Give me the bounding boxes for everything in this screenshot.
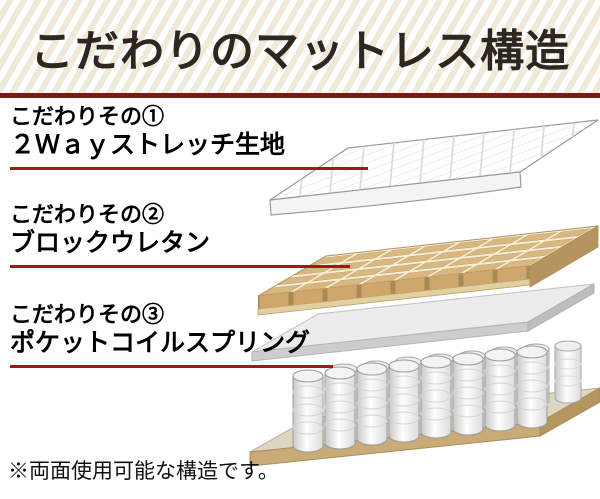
- both-sides-note: ※両面使用可能な構造です。: [8, 459, 279, 483]
- feature-2-label: こだわりその②: [10, 202, 165, 227]
- header-banner: こだわりのマットレス構造: [0, 0, 600, 93]
- feature-3-label: こだわりその③: [10, 302, 165, 327]
- page-title: こだわりのマットレス構造: [30, 26, 570, 76]
- stretch-fabric-layer: [269, 119, 599, 216]
- feature-1-name: ２Ｗａｙストレッチ生地: [10, 132, 286, 159]
- feature-3-red-underline: [10, 365, 333, 368]
- feature-1-label: こだわりその①: [10, 104, 165, 129]
- feature-1-red-underline: [10, 167, 368, 170]
- feature-2-name: ブロックウレタン: [10, 230, 211, 257]
- feature-3: こだわりその③ ポケットコイルスプリング: [10, 301, 333, 368]
- spring-top-pad-layer: [251, 283, 595, 362]
- urethane-block-layer: [257, 225, 599, 316]
- feature-2-red-underline: [10, 265, 350, 268]
- feature-1: こだわりその① ２Ｗａｙストレッチ生地: [10, 103, 368, 170]
- feature-2: こだわりその② ブロックウレタン: [10, 201, 350, 268]
- header-underline-bar: [0, 93, 600, 98]
- feature-3-name: ポケットコイルスプリング: [10, 330, 311, 357]
